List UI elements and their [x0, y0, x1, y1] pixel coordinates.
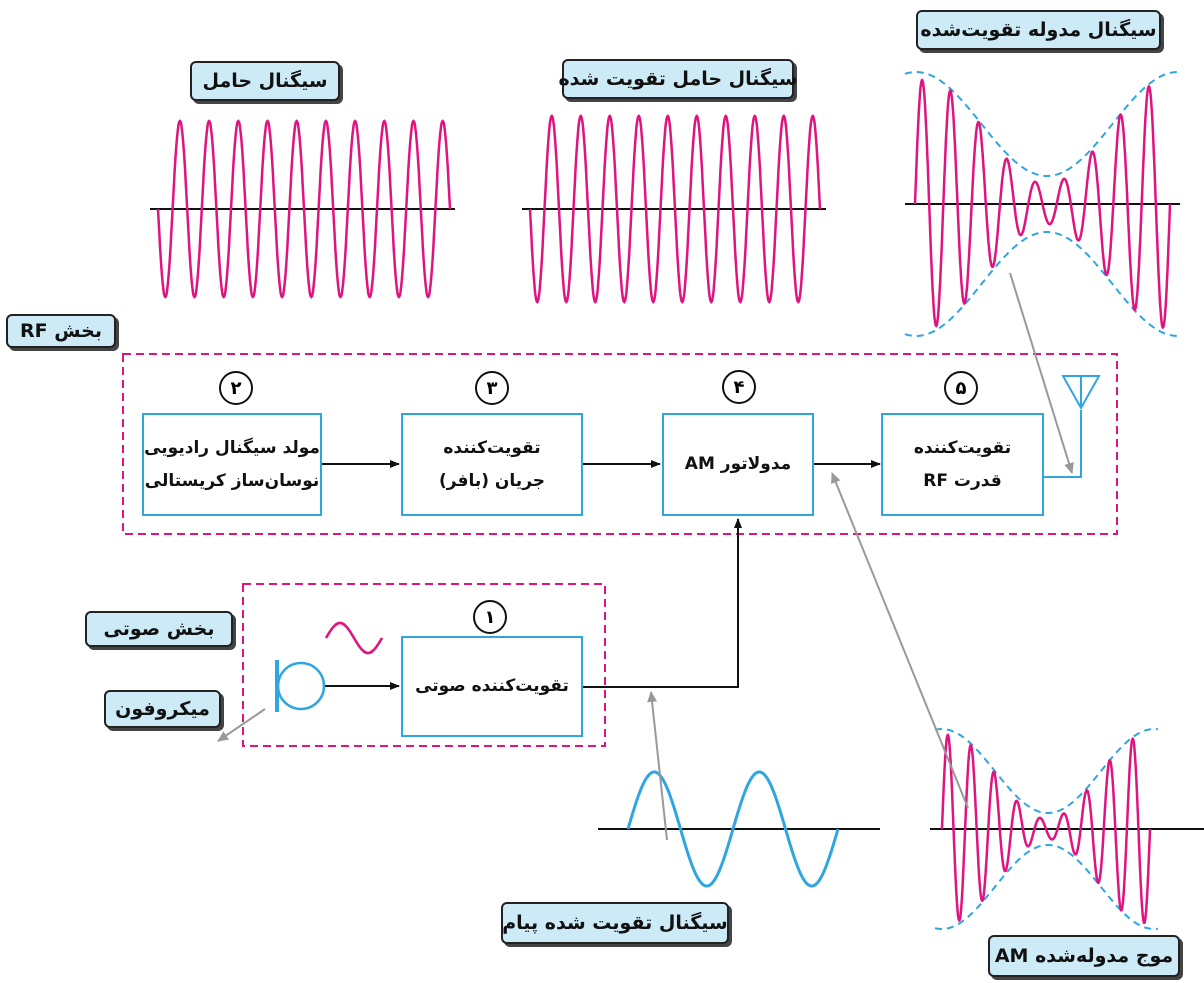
block-am-modulator: مدولاتور AM	[662, 413, 814, 516]
block-number-2: ۲	[219, 371, 253, 405]
audio-section-label: بخش صوتی	[85, 611, 233, 647]
pointer-am-to-modulator	[831, 472, 969, 809]
amplified-envelope-upper	[904, 71, 1181, 177]
audio-section-border	[242, 583, 606, 747]
block-1-line1: تقویت‌کننده صوتی	[415, 676, 569, 697]
block-2-line2: نوسان‌ساز کریستالی	[144, 470, 320, 491]
microphone-icon	[275, 660, 326, 712]
block-radio-signal-generator: مولد سیگنال رادیویی نوسان‌ساز کریستالی	[142, 413, 322, 516]
block-5-line2: قدرت RF	[923, 470, 1002, 491]
amplified-modulated-label: سیگنال مدوله تقویت‌شده	[916, 10, 1161, 50]
am-modulated-wave	[940, 733, 1152, 925]
block-audio-amplifier: تقویت‌کننده صوتی	[401, 636, 583, 737]
microphone-label: میکروفون	[104, 690, 221, 728]
antenna-feed-line	[1044, 410, 1082, 478]
amplified-carrier-wave	[528, 114, 822, 304]
antenna-icon	[1061, 375, 1101, 411]
block-buffer-amplifier: تقویت‌کننده جریان (بافر)	[401, 413, 583, 516]
block-3-line2: جریان (بافر)	[438, 470, 546, 491]
block-number-1: ۱	[473, 600, 507, 634]
audio-sine-icon	[324, 621, 384, 655]
carrier-wave	[156, 119, 452, 299]
block-number-5: ۵	[944, 371, 978, 405]
pointer-message-to-line	[647, 691, 668, 841]
amplified-modulated-wave	[913, 78, 1172, 330]
pointer-amplified-to-antenna	[1009, 272, 1074, 474]
am-wave-label: موج مدوله‌شده AM	[988, 935, 1180, 977]
am-envelope-upper	[934, 728, 1159, 814]
amplified-carrier-label: سیگنال حامل تقویت شده	[558, 59, 798, 99]
pointer-mic-label	[217, 708, 266, 742]
block-5-line1: تقویت‌کننده	[913, 438, 1012, 459]
block-number-4: ۴	[722, 370, 756, 404]
message-wave	[626, 770, 840, 888]
arrow-1-to-4	[583, 518, 742, 688]
rf-section-border	[122, 353, 1118, 535]
block-2-line1: مولد سیگنال رادیویی	[144, 438, 320, 459]
block-rf-power-amplifier: تقویت‌کننده قدرت RF	[881, 413, 1044, 516]
carrier-label: سیگنال حامل	[190, 61, 340, 101]
block-number-3: ۳	[475, 371, 509, 405]
block-3-line1: تقویت‌کننده	[443, 438, 541, 459]
rf-section-label: بخش RF	[6, 314, 116, 348]
block-4-line1: مدولاتور AM	[684, 454, 792, 475]
amplified-message-label: سیگنال تقویت شده پیام	[501, 902, 729, 944]
